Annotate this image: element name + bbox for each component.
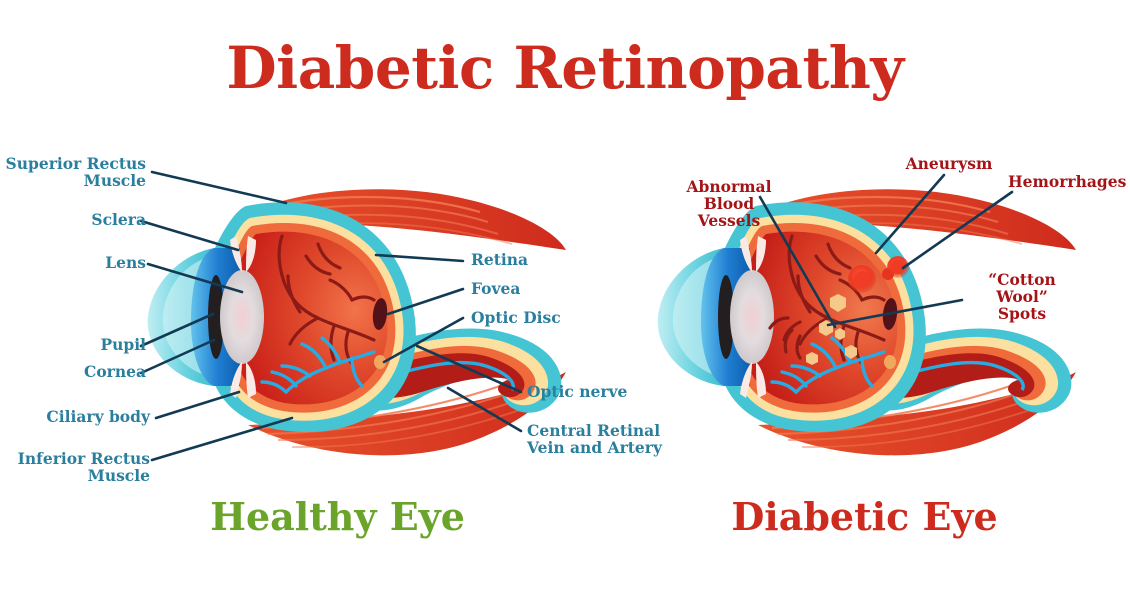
leader-lens [146,262,244,294]
label-ciliary-body: Ciliary body [46,407,150,426]
central-retinal-vein [371,360,515,391]
leader-fovea [386,287,465,316]
optic-nerve-choroid [360,345,536,401]
optic-disc-shape [374,355,386,369]
iris-shape [190,248,240,386]
label-sclera: Sclera [91,210,146,229]
central-retinal-vein-d [881,360,1025,391]
retinal-veins [260,336,376,394]
label-inferior-rectus-muscle: Inferior Rectus Muscle [17,449,150,485]
label-cornea: Cornea [83,362,146,381]
hemorrhages-shape [848,256,909,293]
cornea-shape-d [657,248,724,386]
optic-disc-shape-d [884,355,896,369]
cornea-shape [147,248,214,386]
cornea-highlight [162,256,212,377]
optic-nerve-choroid-d [870,345,1046,401]
leader-ciliary-body [154,390,241,420]
label-superior-rectus-muscle: Superior Rectus Muscle [5,154,146,190]
leader-retina [374,253,465,263]
caption-healthy-eye: Healthy Eye [210,494,465,539]
fovea-shape [372,298,388,330]
inferior-rectus-muscle-shape [248,372,566,456]
label-hemorrhages: Hemorrhages [1008,172,1127,191]
sclera-layer [214,202,416,433]
central-retinal-artery [362,353,525,398]
retinal-veins-d [770,336,886,394]
pupil-shape [208,275,224,359]
superior-rectus-muscle-shape [243,189,566,250]
abnormal-blood-vessels-shape [768,234,886,366]
label-lens: Lens [105,253,146,272]
retina-layer-d [736,214,914,421]
label-retina: Retina [471,250,529,269]
cornea-highlight-d [672,256,722,377]
vitreous-body [239,231,388,405]
lens-shape [220,270,264,364]
choroid-layer [232,223,396,413]
leader-inferior-rectus-muscle [150,416,294,462]
leader-cotton-wool-spots [826,298,964,327]
central-retinal-artery-d [872,353,1035,398]
optic-nerve-cream [356,336,549,406]
retinal-arteries [277,234,376,366]
ciliary-body-shape [230,236,256,398]
label-cotton-wool-spots: “Cotton Wool” Spots [988,270,1056,323]
leader-aneurysm [874,173,946,255]
fovea-shape-d [882,298,898,330]
page-title: Diabetic Retinopathy [226,34,904,102]
label-optic-disc: Optic Disc [471,308,561,327]
label-abnormal-blood-vessels: Abnormal Blood Vessels [686,177,772,230]
pupil-shape-d [718,275,734,359]
label-central-retinal-vein-and-artery: Central Retinal Vein and Artery [527,421,662,457]
iris-shape-d [700,248,750,386]
retina-layer [226,214,404,421]
label-fovea: Fovea [471,279,521,298]
lens-shape-d [730,270,774,364]
inferior-rectus-muscle-shape-d [758,372,1076,456]
leader-central-retinal-vein-artery [446,386,523,433]
choroid-layer-d [742,223,906,413]
sclera-layer-d [724,202,926,433]
label-optic-nerve: Optic nerve [527,382,628,401]
ciliary-body-shape-d [740,236,766,398]
leader-pupil [139,312,215,348]
leader-optic-disc [382,316,465,364]
leader-hemorrhages [901,190,1014,270]
cotton-wool-spots-shape [806,294,857,365]
vitreous-body-d [749,231,898,405]
leader-superior-rectus-muscle [150,170,288,205]
caption-diabetic-eye: Diabetic Eye [731,494,998,539]
optic-nerve-sheath-d [862,328,1072,413]
label-aneurysm: Aneurysm [905,154,993,173]
leader-sclera [139,219,240,252]
leader-cornea [139,338,216,375]
label-pupil: Pupil [100,335,146,354]
superior-rectus-muscle-shape-d [753,189,1076,250]
optic-nerve-cream-d [866,336,1059,406]
leader-optic-nerve [415,344,523,394]
